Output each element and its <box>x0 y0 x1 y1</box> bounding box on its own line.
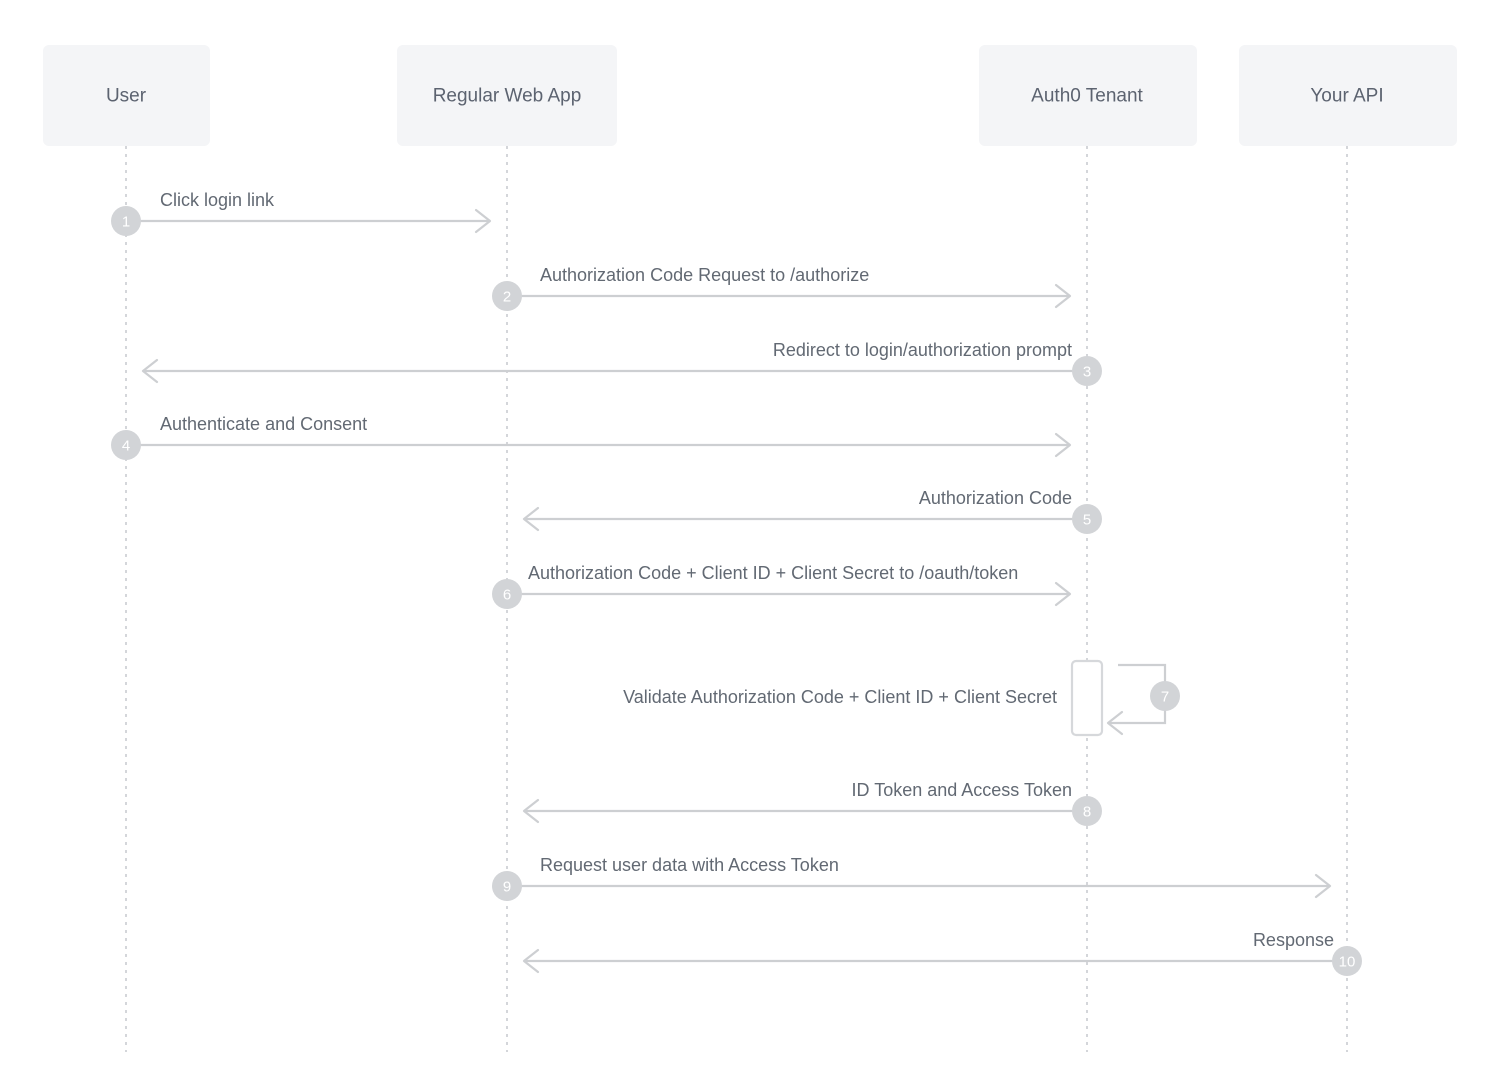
message-label-2: Authorization Code Request to /authorize <box>540 265 869 285</box>
actor-box-auth0-tenant <box>979 45 1197 146</box>
message-10: 10 Response <box>522 930 1362 976</box>
step-number-4: 4 <box>122 438 130 455</box>
actor-label-user: User <box>106 86 147 107</box>
message-3: 3 Redirect to login/authorization prompt <box>141 340 1102 386</box>
message-9: 9 Request user data with Access Token <box>492 855 1332 901</box>
actor-boxes-group: User Regular Web App Auth0 Tenant Your API <box>43 45 1457 146</box>
step-number-8: 8 <box>1083 804 1091 821</box>
step-number-3: 3 <box>1083 364 1091 381</box>
message-arrowhead-6 <box>1054 581 1072 607</box>
step-number-5: 5 <box>1083 512 1091 529</box>
step-badge-1 <box>111 206 141 236</box>
message-1: 1 Click login link <box>111 190 492 236</box>
message-label-7: Validate Authorization Code + Client ID … <box>623 687 1057 707</box>
step-number-6: 6 <box>503 587 511 604</box>
self-loop-arrowhead-7 <box>1106 710 1124 736</box>
step-badge-3 <box>1072 356 1102 386</box>
message-arrowhead-5 <box>522 506 540 532</box>
message-label-1: Click login link <box>160 190 275 210</box>
actor-box-web-app <box>397 45 617 146</box>
step-number-2: 2 <box>503 289 511 306</box>
actor-web-app: Regular Web App <box>397 45 617 146</box>
activation-box-auth0-tenant <box>1070 659 1104 737</box>
message-arrowhead-2 <box>1054 283 1072 309</box>
actor-box-your-api <box>1239 45 1457 146</box>
step-badge-6 <box>492 579 522 609</box>
actor-user: User <box>43 45 210 146</box>
message-arrowhead-8 <box>522 798 540 824</box>
step-badge-9 <box>492 871 522 901</box>
message-label-8: ID Token and Access Token <box>852 780 1072 800</box>
actor-box-user <box>43 45 210 146</box>
message-arrowhead-4 <box>1054 432 1072 458</box>
message-7: 7 Validate Authorization Code + Client ID… <box>623 659 1180 737</box>
step-number-7: 7 <box>1161 689 1169 706</box>
actor-auth0-tenant: Auth0 Tenant <box>979 45 1197 146</box>
message-label-5: Authorization Code <box>919 488 1072 508</box>
actor-label-web-app: Regular Web App <box>433 86 582 107</box>
step-badge-8 <box>1072 796 1102 826</box>
message-8: 8 ID Token and Access Token <box>522 780 1102 826</box>
actor-your-api: Your API <box>1239 45 1457 146</box>
message-label-4: Authenticate and Consent <box>160 414 367 434</box>
message-arrowhead-1 <box>474 208 492 234</box>
step-badge-2 <box>492 281 522 311</box>
message-label-10: Response <box>1253 930 1334 950</box>
message-arrowhead-10 <box>522 948 540 974</box>
message-label-9: Request user data with Access Token <box>540 855 839 875</box>
message-label-3: Redirect to login/authorization prompt <box>773 340 1072 360</box>
actor-label-your-api: Your API <box>1310 86 1383 107</box>
message-5: 5 Authorization Code <box>522 488 1102 534</box>
message-label-6: Authorization Code + Client ID + Client … <box>528 563 1018 583</box>
step-badge-5 <box>1072 504 1102 534</box>
message-4: 4 Authenticate and Consent <box>111 414 1072 460</box>
message-arrowhead-3 <box>141 358 159 384</box>
step-number-1: 1 <box>122 214 130 231</box>
message-arrowhead-9 <box>1314 873 1332 899</box>
message-6: 6 Authorization Code + Client ID + Client… <box>492 563 1072 609</box>
actor-label-auth0-tenant: Auth0 Tenant <box>1031 86 1143 107</box>
step-badge-4 <box>111 430 141 460</box>
step-badge-10 <box>1332 946 1362 976</box>
step-badge-7 <box>1150 681 1180 711</box>
message-2: 2 Authorization Code Request to /authoriz… <box>492 265 1072 311</box>
step-number-10: 10 <box>1339 954 1356 971</box>
step-number-9: 9 <box>503 879 511 896</box>
